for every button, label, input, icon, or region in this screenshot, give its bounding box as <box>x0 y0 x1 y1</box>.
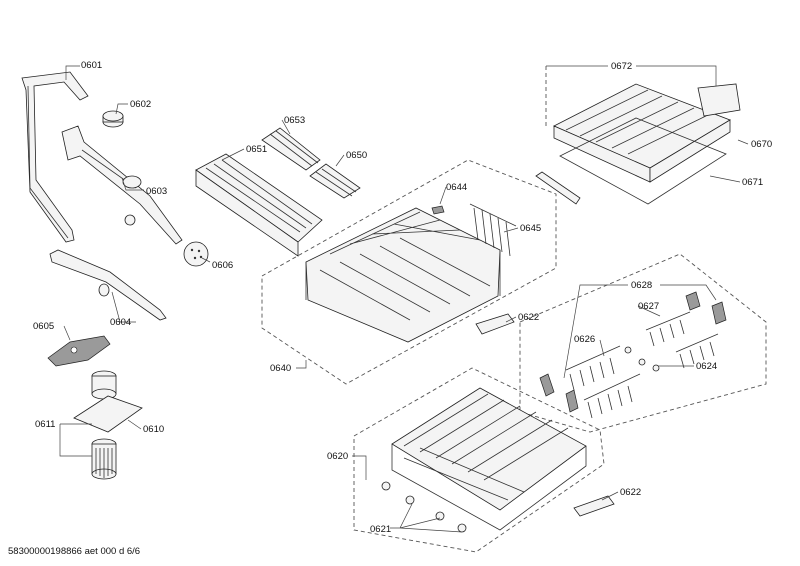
leader-lines <box>59 65 749 533</box>
callout-0645: 0645 <box>520 223 542 234</box>
spray-arm-nut <box>102 110 124 128</box>
upper-spray-arm <box>61 125 183 245</box>
spray-arm-disc <box>183 241 209 267</box>
lower-spray-arm <box>49 249 167 321</box>
spray-arm-supply-pipe <box>21 71 89 243</box>
plate-racks <box>539 291 727 419</box>
microfilter-cover <box>47 335 111 367</box>
lower-basket <box>381 387 615 533</box>
callout-0610: 0610 <box>143 424 165 435</box>
lower-basket-group-outline <box>353 367 605 553</box>
document-reference-footer: 58300000198866 aet 000 d 6/6 <box>8 546 141 557</box>
cup-shelf-racks <box>261 127 361 199</box>
callout-0622-lower: 0622 <box>620 487 642 498</box>
callout-0626: 0626 <box>574 334 596 345</box>
callout-0622-upper: 0622 <box>518 312 540 323</box>
callout-0671: 0671 <box>742 177 764 188</box>
callout-0620: 0620 <box>327 451 349 462</box>
upper-basket <box>305 203 517 343</box>
callout-0601: 0601 <box>81 60 103 71</box>
callout-0624: 0624 <box>696 361 718 372</box>
callout-0670: 0670 <box>751 139 773 150</box>
callout-0651: 0651 <box>246 144 268 155</box>
callout-0604: 0604 <box>110 317 132 328</box>
callout-0606: 0606 <box>212 260 234 271</box>
callout-0672: 0672 <box>611 61 633 72</box>
lower-basket-accessories-outline <box>519 253 767 433</box>
filter-assembly <box>73 370 143 480</box>
callout-0653: 0653 <box>284 115 306 126</box>
callout-0650: 0650 <box>346 150 368 161</box>
callout-0603: 0603 <box>146 186 168 197</box>
callout-0644: 0644 <box>446 182 468 193</box>
callout-0640: 0640 <box>270 363 292 374</box>
upper-basket-group-outline <box>261 159 557 385</box>
callout-0621: 0621 <box>370 524 392 535</box>
callout-0611: 0611 <box>35 419 56 430</box>
third-rack-drawer <box>535 83 741 205</box>
cutlery-tray <box>195 153 323 257</box>
callout-0628: 0628 <box>631 280 653 291</box>
callout-0602: 0602 <box>130 99 152 110</box>
callout-0627: 0627 <box>638 301 660 312</box>
callout-0605: 0605 <box>33 321 55 332</box>
